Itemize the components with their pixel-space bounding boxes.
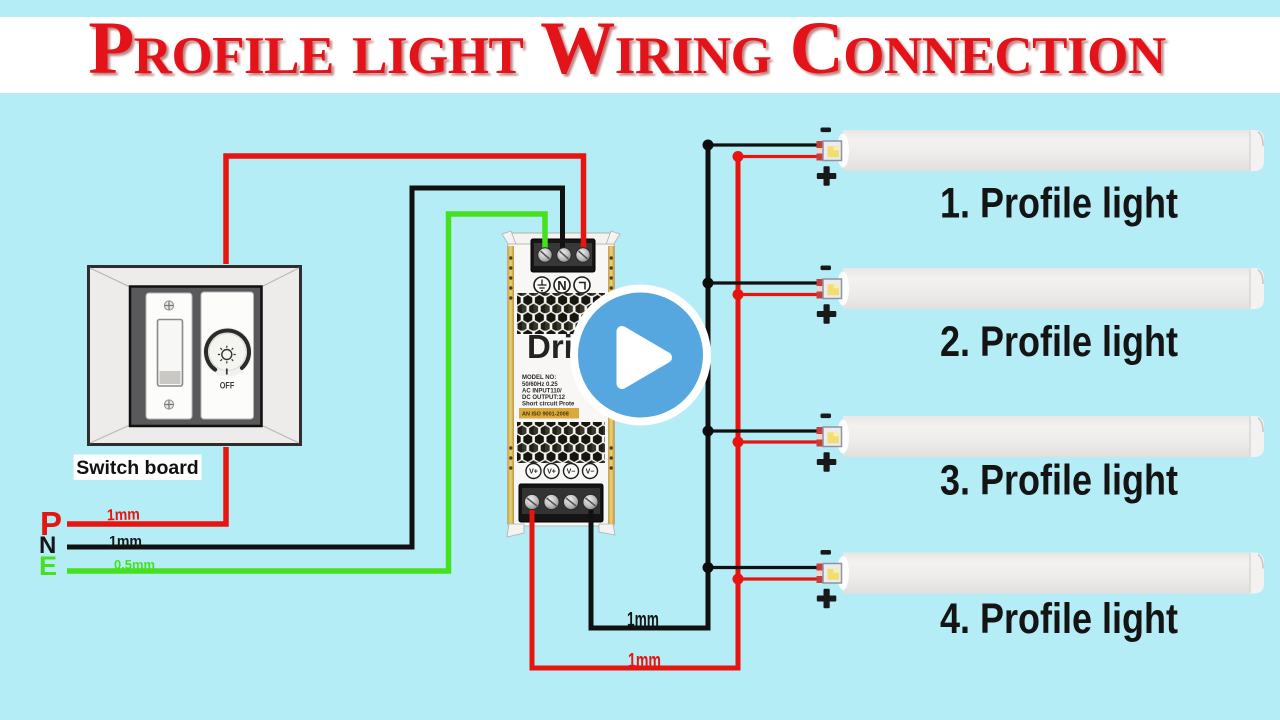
svg-text:3. Profile light: 3. Profile light: [940, 457, 1178, 505]
svg-text:DC OUTPUT:12: DC OUTPUT:12: [522, 395, 566, 401]
svg-text:AC INPUT110/: AC INPUT110/: [522, 389, 562, 395]
svg-text:1mm: 1mm: [109, 533, 142, 550]
svg-text:0.5mm: 0.5mm: [114, 557, 155, 572]
svg-text:1mm: 1mm: [628, 650, 661, 672]
svg-text:50/60Hz 0.25: 50/60Hz 0.25: [522, 382, 558, 388]
svg-text:E: E: [39, 551, 57, 581]
svg-text:OFF: OFF: [220, 381, 235, 392]
svg-text:AN ISO 9001-2008: AN ISO 9001-2008: [522, 412, 569, 418]
svg-text:MODEL NO:: MODEL NO:: [522, 375, 556, 381]
svg-text:Dri: Dri: [527, 328, 573, 365]
svg-text:2. Profile light: 2. Profile light: [940, 318, 1178, 366]
svg-text:Switch board: Switch board: [76, 457, 198, 479]
svg-text:V+: V+: [547, 469, 556, 476]
svg-text:V−: V−: [567, 469, 576, 476]
svg-text:1mm: 1mm: [107, 506, 140, 524]
svg-text:4. Profile light: 4. Profile light: [940, 595, 1178, 643]
svg-text:V−: V−: [586, 469, 595, 476]
svg-text:1mm: 1mm: [627, 609, 659, 631]
svg-text:1. Profile light: 1. Profile light: [940, 180, 1178, 228]
svg-text:N: N: [39, 532, 56, 559]
svg-text:P: P: [40, 505, 62, 542]
svg-text:N: N: [557, 278, 566, 293]
svg-text:V+: V+: [529, 469, 538, 476]
svg-text:Short circuit Prote: Short circuit Prote: [522, 402, 575, 408]
